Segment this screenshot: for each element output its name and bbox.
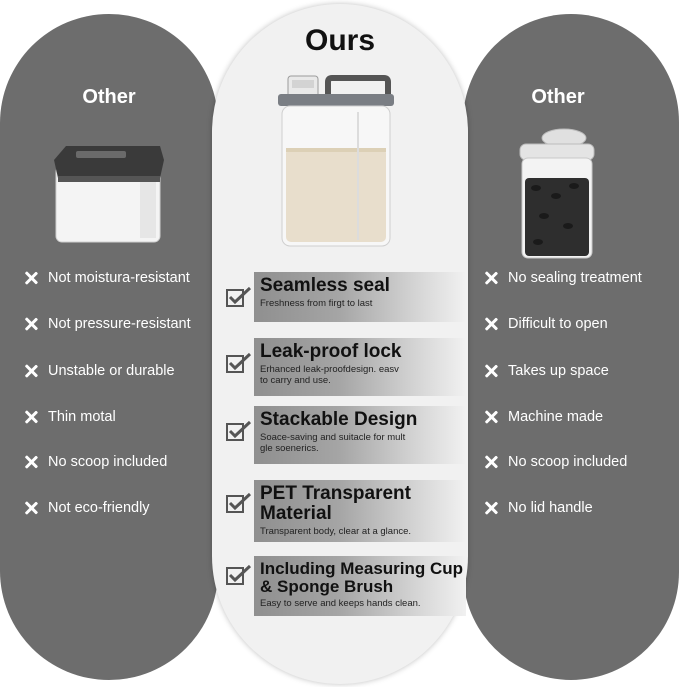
x-icon	[484, 455, 498, 469]
x-icon	[484, 271, 498, 285]
x-icon	[24, 317, 38, 331]
check-icon	[226, 492, 252, 513]
left-product-image	[54, 146, 164, 243]
x-icon	[24, 455, 38, 469]
other-right-panel	[463, 14, 679, 680]
x-icon	[24, 410, 38, 424]
right-item: Machine made	[484, 409, 603, 425]
left-item: Not pressure-resistant	[24, 316, 191, 332]
left-title: Other	[82, 86, 136, 108]
feature-seamless-seal: Seamless seal Freshness from firgt to la…	[226, 272, 466, 324]
feature-box: Including Measuring Cup & Sponge Brush E…	[254, 556, 466, 616]
feature-stackable-design: Stackable Design Soace-saving and suitac…	[226, 406, 466, 464]
left-item: Not eco-friendly	[24, 500, 150, 516]
x-icon	[24, 271, 38, 285]
feature-desc: Transparent body, clear at a glance.	[260, 526, 412, 537]
feature-measuring-cup: Including Measuring Cup & Sponge Brush E…	[226, 556, 466, 616]
x-icon	[484, 501, 498, 515]
check-icon	[226, 352, 252, 373]
x-icon	[484, 317, 498, 331]
right-item: No lid handle	[484, 500, 593, 516]
feature-title: Stackable Design	[260, 409, 418, 430]
left-item: Thin motal	[24, 409, 116, 425]
feature-pet-transparent-material: PET Transparent Material Transparent bod…	[226, 480, 466, 542]
right-product-image	[519, 128, 595, 259]
feature-title: Including Measuring Cup & Sponge Brush	[260, 559, 464, 596]
left-item: No scoop included	[24, 454, 167, 470]
right-title: Other	[531, 86, 585, 108]
ours-title: Ours	[304, 24, 376, 57]
left-item: Unstable or durable	[24, 363, 175, 379]
x-icon	[484, 364, 498, 378]
ours-product-image	[278, 75, 394, 247]
x-icon	[484, 410, 498, 424]
feature-box: PET Transparent Material Transparent bod…	[254, 480, 466, 542]
x-icon	[24, 364, 38, 378]
feature-desc: Easy to serve and keeps hands clean.	[260, 598, 421, 609]
right-item: No scoop included	[484, 454, 627, 470]
feature-title: Leak-proof lock	[260, 341, 402, 362]
feature-box: Leak-proof lock Erhanced leak-proofdesig…	[254, 338, 466, 396]
check-icon	[226, 420, 252, 441]
other-left-panel	[0, 14, 218, 680]
right-item: Takes up space	[484, 363, 609, 379]
right-item: No sealing treatment	[484, 270, 642, 286]
check-icon	[226, 286, 252, 307]
feature-box: Stackable Design Soace-saving and suitac…	[254, 406, 466, 464]
feature-desc: Erhanced leak-proofdesign. easv to carry…	[260, 364, 399, 386]
feature-desc: Freshness from firgt to last	[260, 298, 373, 309]
right-item: Difficult to open	[484, 316, 608, 332]
feature-leak-proof-lock: Leak-proof lock Erhanced leak-proofdesig…	[226, 338, 466, 396]
x-icon	[24, 501, 38, 515]
feature-desc: Soace-saving and suitacle for mult gle s…	[260, 432, 406, 454]
check-icon	[226, 564, 252, 585]
feature-box: Seamless seal Freshness from firgt to la…	[254, 272, 466, 322]
left-item: Not moistura-resistant	[24, 270, 190, 286]
feature-title: Seamless seal	[260, 275, 390, 296]
feature-title: PET Transparent Material	[260, 483, 411, 524]
